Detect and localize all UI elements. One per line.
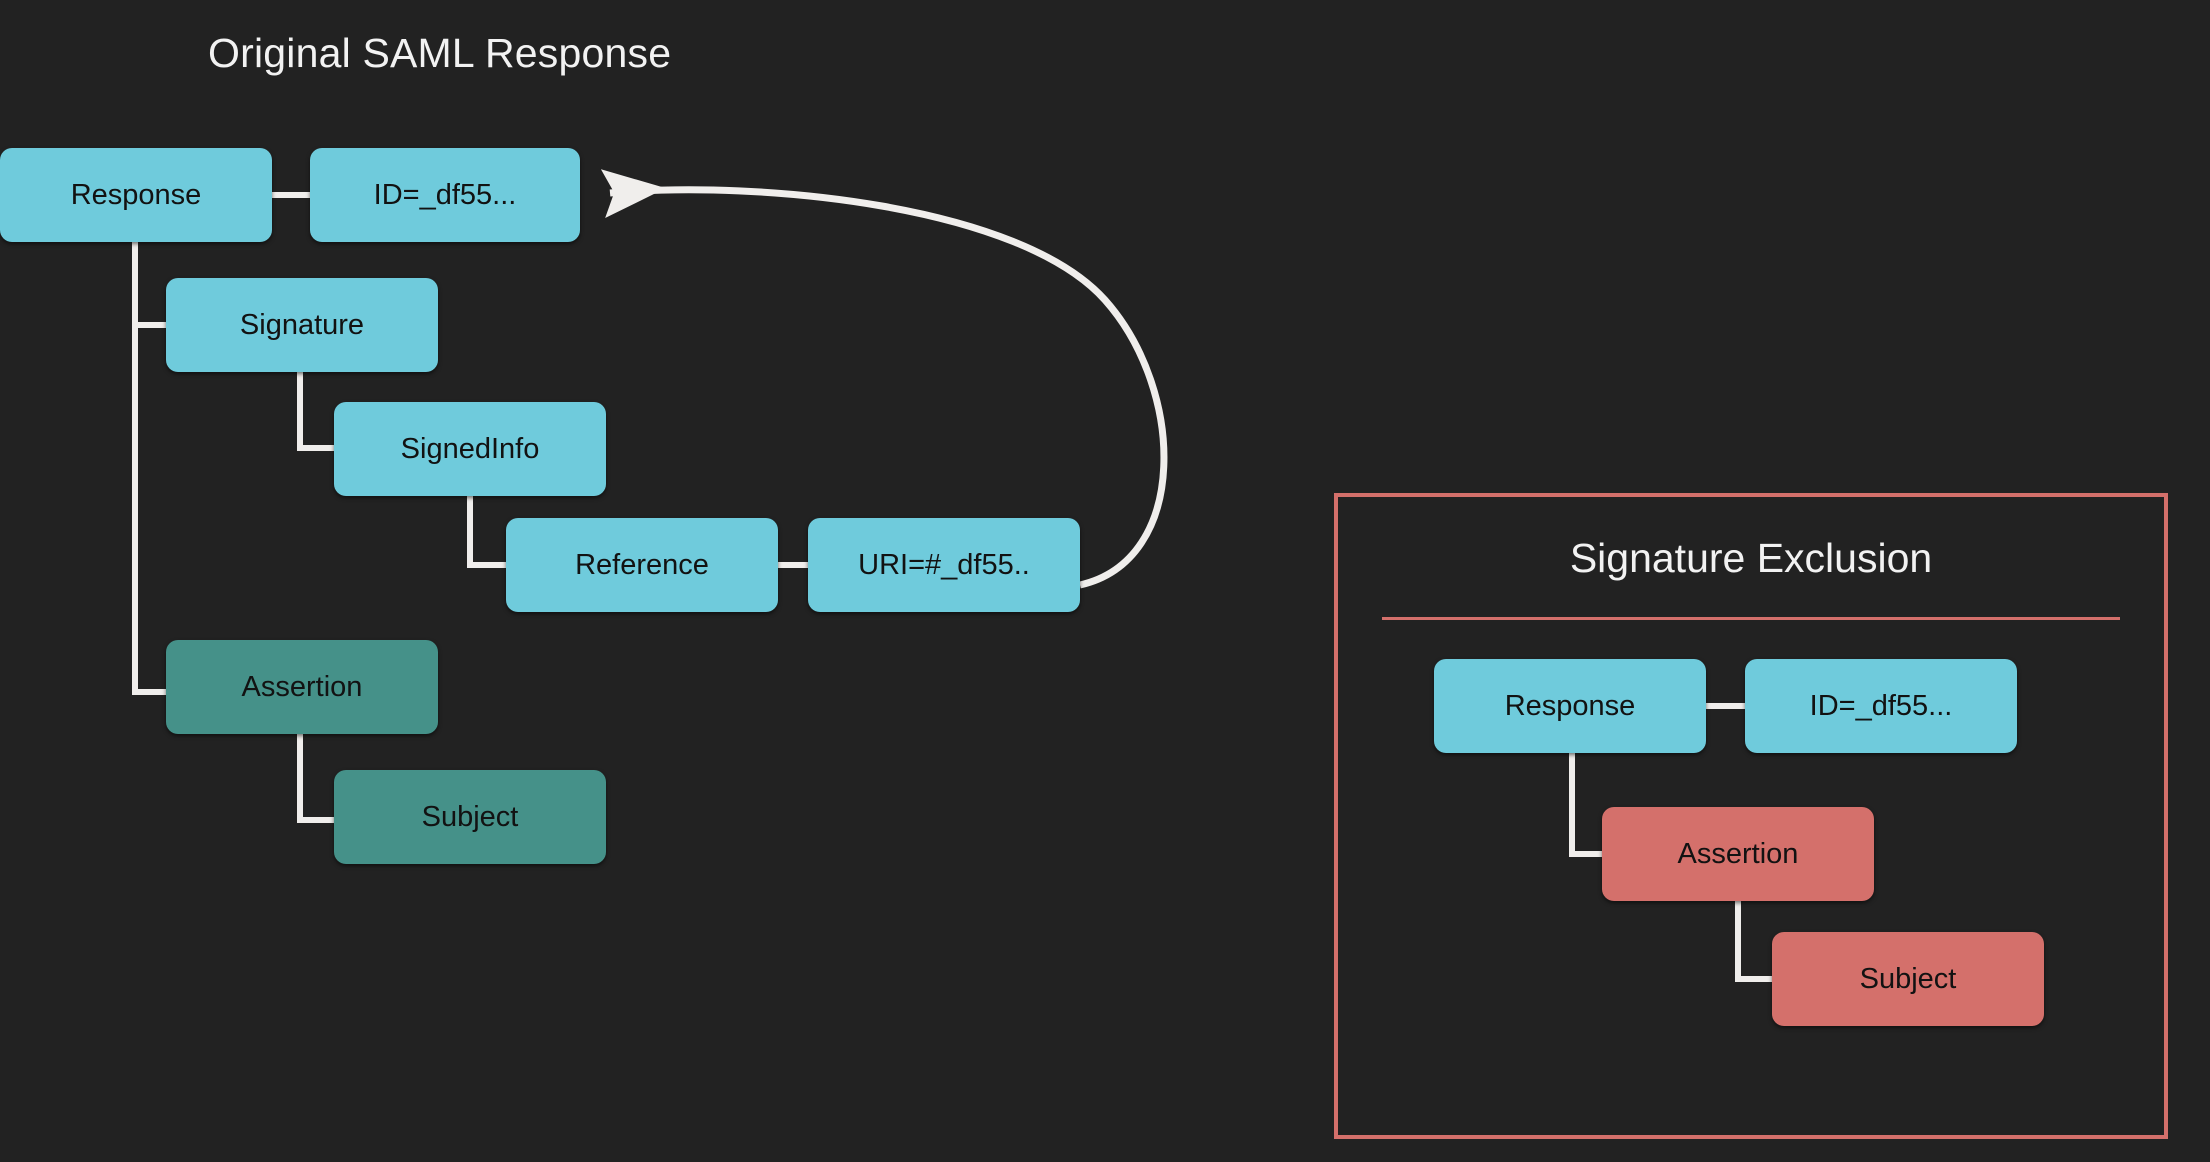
edge-response-to-signature bbox=[132, 242, 166, 328]
node-response[interactable]: Response bbox=[0, 148, 272, 242]
left-tree-title: Original SAML Response bbox=[208, 30, 672, 76]
panel-node-response[interactable]: Response bbox=[1434, 659, 1706, 753]
edge-signedinfo-to-reference bbox=[467, 494, 506, 568]
exclusion-panel-title: Signature Exclusion bbox=[1569, 535, 1933, 581]
node-signedinfo[interactable]: SignedInfo bbox=[334, 402, 606, 496]
panel-node-subject[interactable]: Subject bbox=[1772, 932, 2044, 1026]
node-subject[interactable]: Subject bbox=[334, 770, 606, 864]
edge-signature-to-signedinfo bbox=[297, 372, 334, 451]
node-signature[interactable]: Signature bbox=[166, 278, 438, 372]
exclusion-panel-divider bbox=[1382, 617, 2120, 620]
edge-assertion-to-subject bbox=[297, 734, 334, 823]
panel-node-id-attribute[interactable]: ID=_df55... bbox=[1745, 659, 2017, 753]
node-uri-attribute[interactable]: URI=#_df55.. bbox=[808, 518, 1080, 612]
node-reference[interactable]: Reference bbox=[506, 518, 778, 612]
edge-response-to-assertion bbox=[132, 242, 166, 695]
panel-node-assertion[interactable]: Assertion bbox=[1602, 807, 1874, 901]
node-id-attribute[interactable]: ID=_df55... bbox=[310, 148, 580, 242]
signature-exclusion-panel bbox=[1334, 493, 2168, 1139]
node-assertion[interactable]: Assertion bbox=[166, 640, 438, 734]
